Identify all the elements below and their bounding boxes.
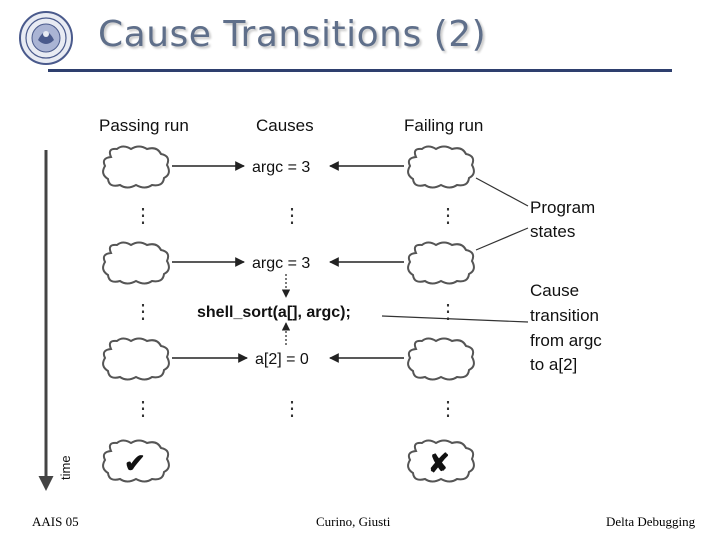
title-underline [48,69,672,72]
ellipsis: ⋮ [438,301,458,323]
failing-state-cloud [407,145,475,189]
annotation-line: Cause [530,281,579,300]
footer-topic: Delta Debugging [606,514,696,529]
pass-check-icon: ✔ [124,448,146,478]
passing-state-cloud [102,337,170,381]
passing-state-cloud [102,145,170,189]
annotation-line: from argc [530,331,602,350]
annotation-cause-transition: Cause transition from argc to a[2] [530,281,607,374]
cause-shell-sort: shell_sort(a[], argc); [197,304,351,321]
slide-title: Cause Transitions (2) [98,14,487,55]
annotation-line: to a[2] [530,355,577,374]
annotation-line: states [530,222,575,241]
cause-a2: a[2] = 0 [255,351,309,368]
ellipsis: ⋮ [438,205,458,227]
fail-cross-icon: ✘ [428,448,450,478]
cause-argc-2: argc = 3 [252,255,310,272]
annotation-pointer [475,177,529,207]
time-label: time [58,455,73,480]
annotation-pointer [381,315,529,323]
ellipsis: ⋮ [282,205,302,227]
ellipsis: ⋮ [438,398,458,420]
ellipsis: ⋮ [133,398,153,420]
failing-state-cloud [407,337,475,381]
cause-argc-1: argc = 3 [252,159,310,176]
annotation-line: transition [530,306,599,325]
annotation-line: Program [530,198,595,217]
header-failing-run: Failing run [404,116,483,135]
university-seal-icon [19,11,73,65]
ellipsis: ⋮ [282,398,302,420]
ellipsis: ⋮ [133,301,153,323]
ellipsis: ⋮ [133,205,153,227]
footer-authors: Curino, Giusti [316,514,391,529]
annotation-pointer [475,227,529,251]
failing-state-cloud [407,241,475,285]
header-passing-run: Passing run [99,116,189,135]
passing-state-cloud [102,241,170,285]
header-causes: Causes [256,116,314,135]
footer-course: AAIS 05 [32,514,79,529]
annotation-program-states: Program states [530,198,600,241]
